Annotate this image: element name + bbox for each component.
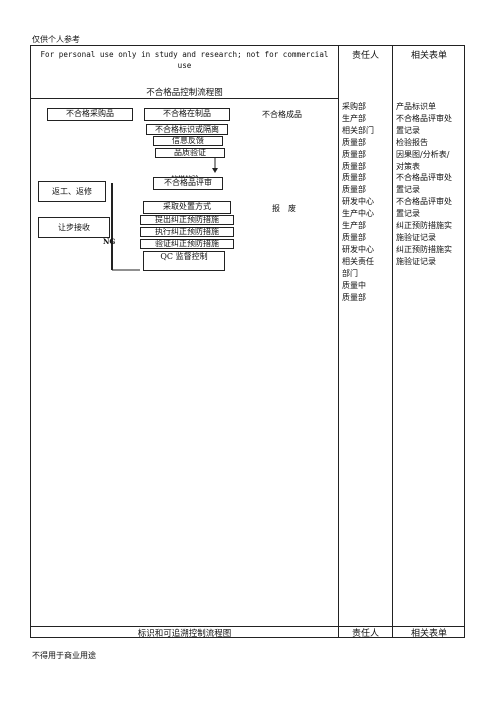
box-purchase: 不合格采购品	[47, 108, 133, 121]
responsible-item: 采购部	[342, 102, 366, 111]
form-item: 产品标识单	[396, 102, 436, 111]
notice-line-2: use	[177, 61, 192, 70]
label-finished: 不合格成品	[262, 110, 302, 119]
label-scrap: 报 废	[272, 204, 296, 213]
box-identify: 不合格标识或隔离	[146, 124, 228, 135]
box-rework: 返工、返修	[38, 181, 106, 202]
box-review: 不合格品评审	[153, 177, 223, 190]
form-item: 施验证记录	[396, 232, 436, 242]
responsible-item: 生产部	[342, 221, 366, 231]
responsible-item: 质量部	[342, 292, 366, 302]
responsible-item: 研发中心	[342, 244, 374, 254]
box-concession: 让步接收	[38, 217, 110, 238]
footer-note: 不得用于商业用途	[32, 651, 96, 660]
form-item: 纠正预防措施实	[396, 244, 452, 254]
box-disposal: 采取处置方式	[143, 201, 231, 214]
form-item: 施验证记录	[396, 256, 436, 266]
form-item: 因果图/分析表/	[396, 149, 450, 159]
responsible-item: 质量部	[342, 232, 366, 242]
header-note: 仅供个人参考	[32, 35, 80, 44]
section1-title: 不合格品控制流程图	[146, 87, 223, 97]
box-propose: 提出纠正预防措施	[140, 215, 234, 225]
box-validate: 验证纠正预防措施	[140, 239, 234, 249]
form-item: 纠正预防措施实	[396, 221, 452, 231]
box-in-process: 不合格在制品	[144, 108, 230, 121]
responsible-item: 质量部	[342, 149, 366, 159]
notice-line-1: For personal use only in study and resea…	[40, 50, 329, 59]
form-item: 置记录	[396, 209, 420, 219]
form-item: 不合格品评审处	[396, 173, 452, 183]
arrowhead	[212, 168, 218, 173]
responsible-item: 质量中	[342, 280, 366, 290]
responsible-item: 质量部	[342, 173, 366, 183]
divider-section2	[31, 626, 464, 627]
form-item: 不合格品评审处	[396, 197, 452, 207]
divider-title	[31, 98, 338, 99]
flow-table: For personal use only in study and resea…	[30, 45, 465, 638]
responsible-item: 质量部	[342, 161, 366, 171]
responsible-item: 相关部门	[342, 125, 374, 135]
box-qc: QC 监督控制	[143, 251, 225, 271]
responsible-item: 相关责任	[342, 256, 374, 266]
box-execute: 执行纠正预防措施	[140, 227, 234, 237]
forms-list: 产品标识单不合格品评审处置记录检验报告因果图/分析表/对策表不合格品评审处置记录…	[396, 101, 452, 268]
forms-header-2: 相关表单	[410, 628, 447, 638]
divider-col-2	[392, 46, 393, 637]
label-ng: NG	[103, 237, 116, 246]
form-item: 不合格品评审处	[396, 113, 452, 123]
form-item: 检验报告	[396, 137, 428, 147]
responsible-item: 质量部	[342, 137, 366, 147]
responsible-header-2: 责任人	[351, 628, 379, 638]
form-item: 置记录	[396, 185, 420, 195]
responsible-item: 部门	[342, 268, 358, 278]
box-quality-verify: 品质验证	[155, 148, 225, 158]
form-item: 置记录	[396, 125, 420, 135]
divider-col-1	[338, 46, 339, 637]
box-feedback: 信息反馈	[153, 136, 223, 146]
section2-title: 标识和可追溯控制流程图	[137, 628, 232, 638]
forms-header: 相关表单	[410, 50, 447, 60]
responsible-item: 生产部	[342, 113, 366, 123]
form-item: 对策表	[396, 161, 420, 171]
responsible-item: 研发中心	[342, 197, 374, 207]
responsible-list: 采购部生产部相关部门质量部质量部质量部质量部质量部研发中心生产中心生产部质量部研…	[342, 101, 374, 303]
responsible-header: 责任人	[351, 50, 379, 60]
responsible-item: 生产中心	[342, 209, 374, 219]
responsible-item: 质量部	[342, 185, 366, 195]
